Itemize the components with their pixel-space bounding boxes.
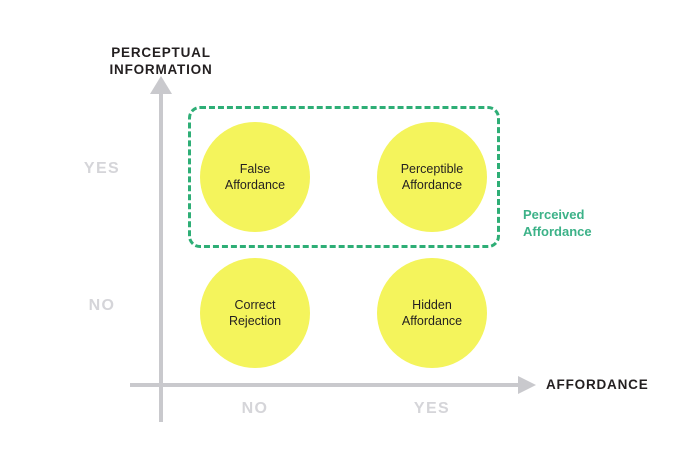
region-label-line-2: Affordance [523,224,592,239]
y-axis-tick-no: NO [88,297,116,314]
x-axis-arrowhead-icon [518,376,536,394]
y-axis-tick-yes: YES [83,160,121,177]
bubble-hidden-affordance: Hidden Affordance [377,258,487,368]
region-label-line-1: Perceived [523,207,585,222]
bubble-correct-rejection-label: Correct Rejection [228,298,282,328]
y-axis-title: PERCEPTUAL INFORMATION [30,44,292,78]
bubble-false-affordance: False Affordance [200,122,310,232]
x-axis-title: AFFORDANCE [546,377,649,392]
y-axis-line [159,92,163,422]
bubble-false-affordance-label: False Affordance [224,162,286,192]
y-axis-arrowhead-icon [150,76,172,94]
perceived-affordance-region-label: Perceived Affordance [523,206,592,240]
bubble-hidden-affordance-label: Hidden Affordance [401,298,463,328]
x-axis-tick-no: NO [241,400,269,417]
bubble-perceptible-affordance: Perceptible Affordance [377,122,487,232]
bubble-correct-rejection: Correct Rejection [200,258,310,368]
bubble-perceptible-affordance-label: Perceptible Affordance [400,162,464,192]
y-axis-title-line-2: INFORMATION [109,62,213,77]
y-axis-title-line-1: PERCEPTUAL [111,45,211,60]
x-axis-tick-yes: YES [413,400,451,417]
perceived-affordance-region [188,106,500,248]
x-axis-line [130,383,522,387]
